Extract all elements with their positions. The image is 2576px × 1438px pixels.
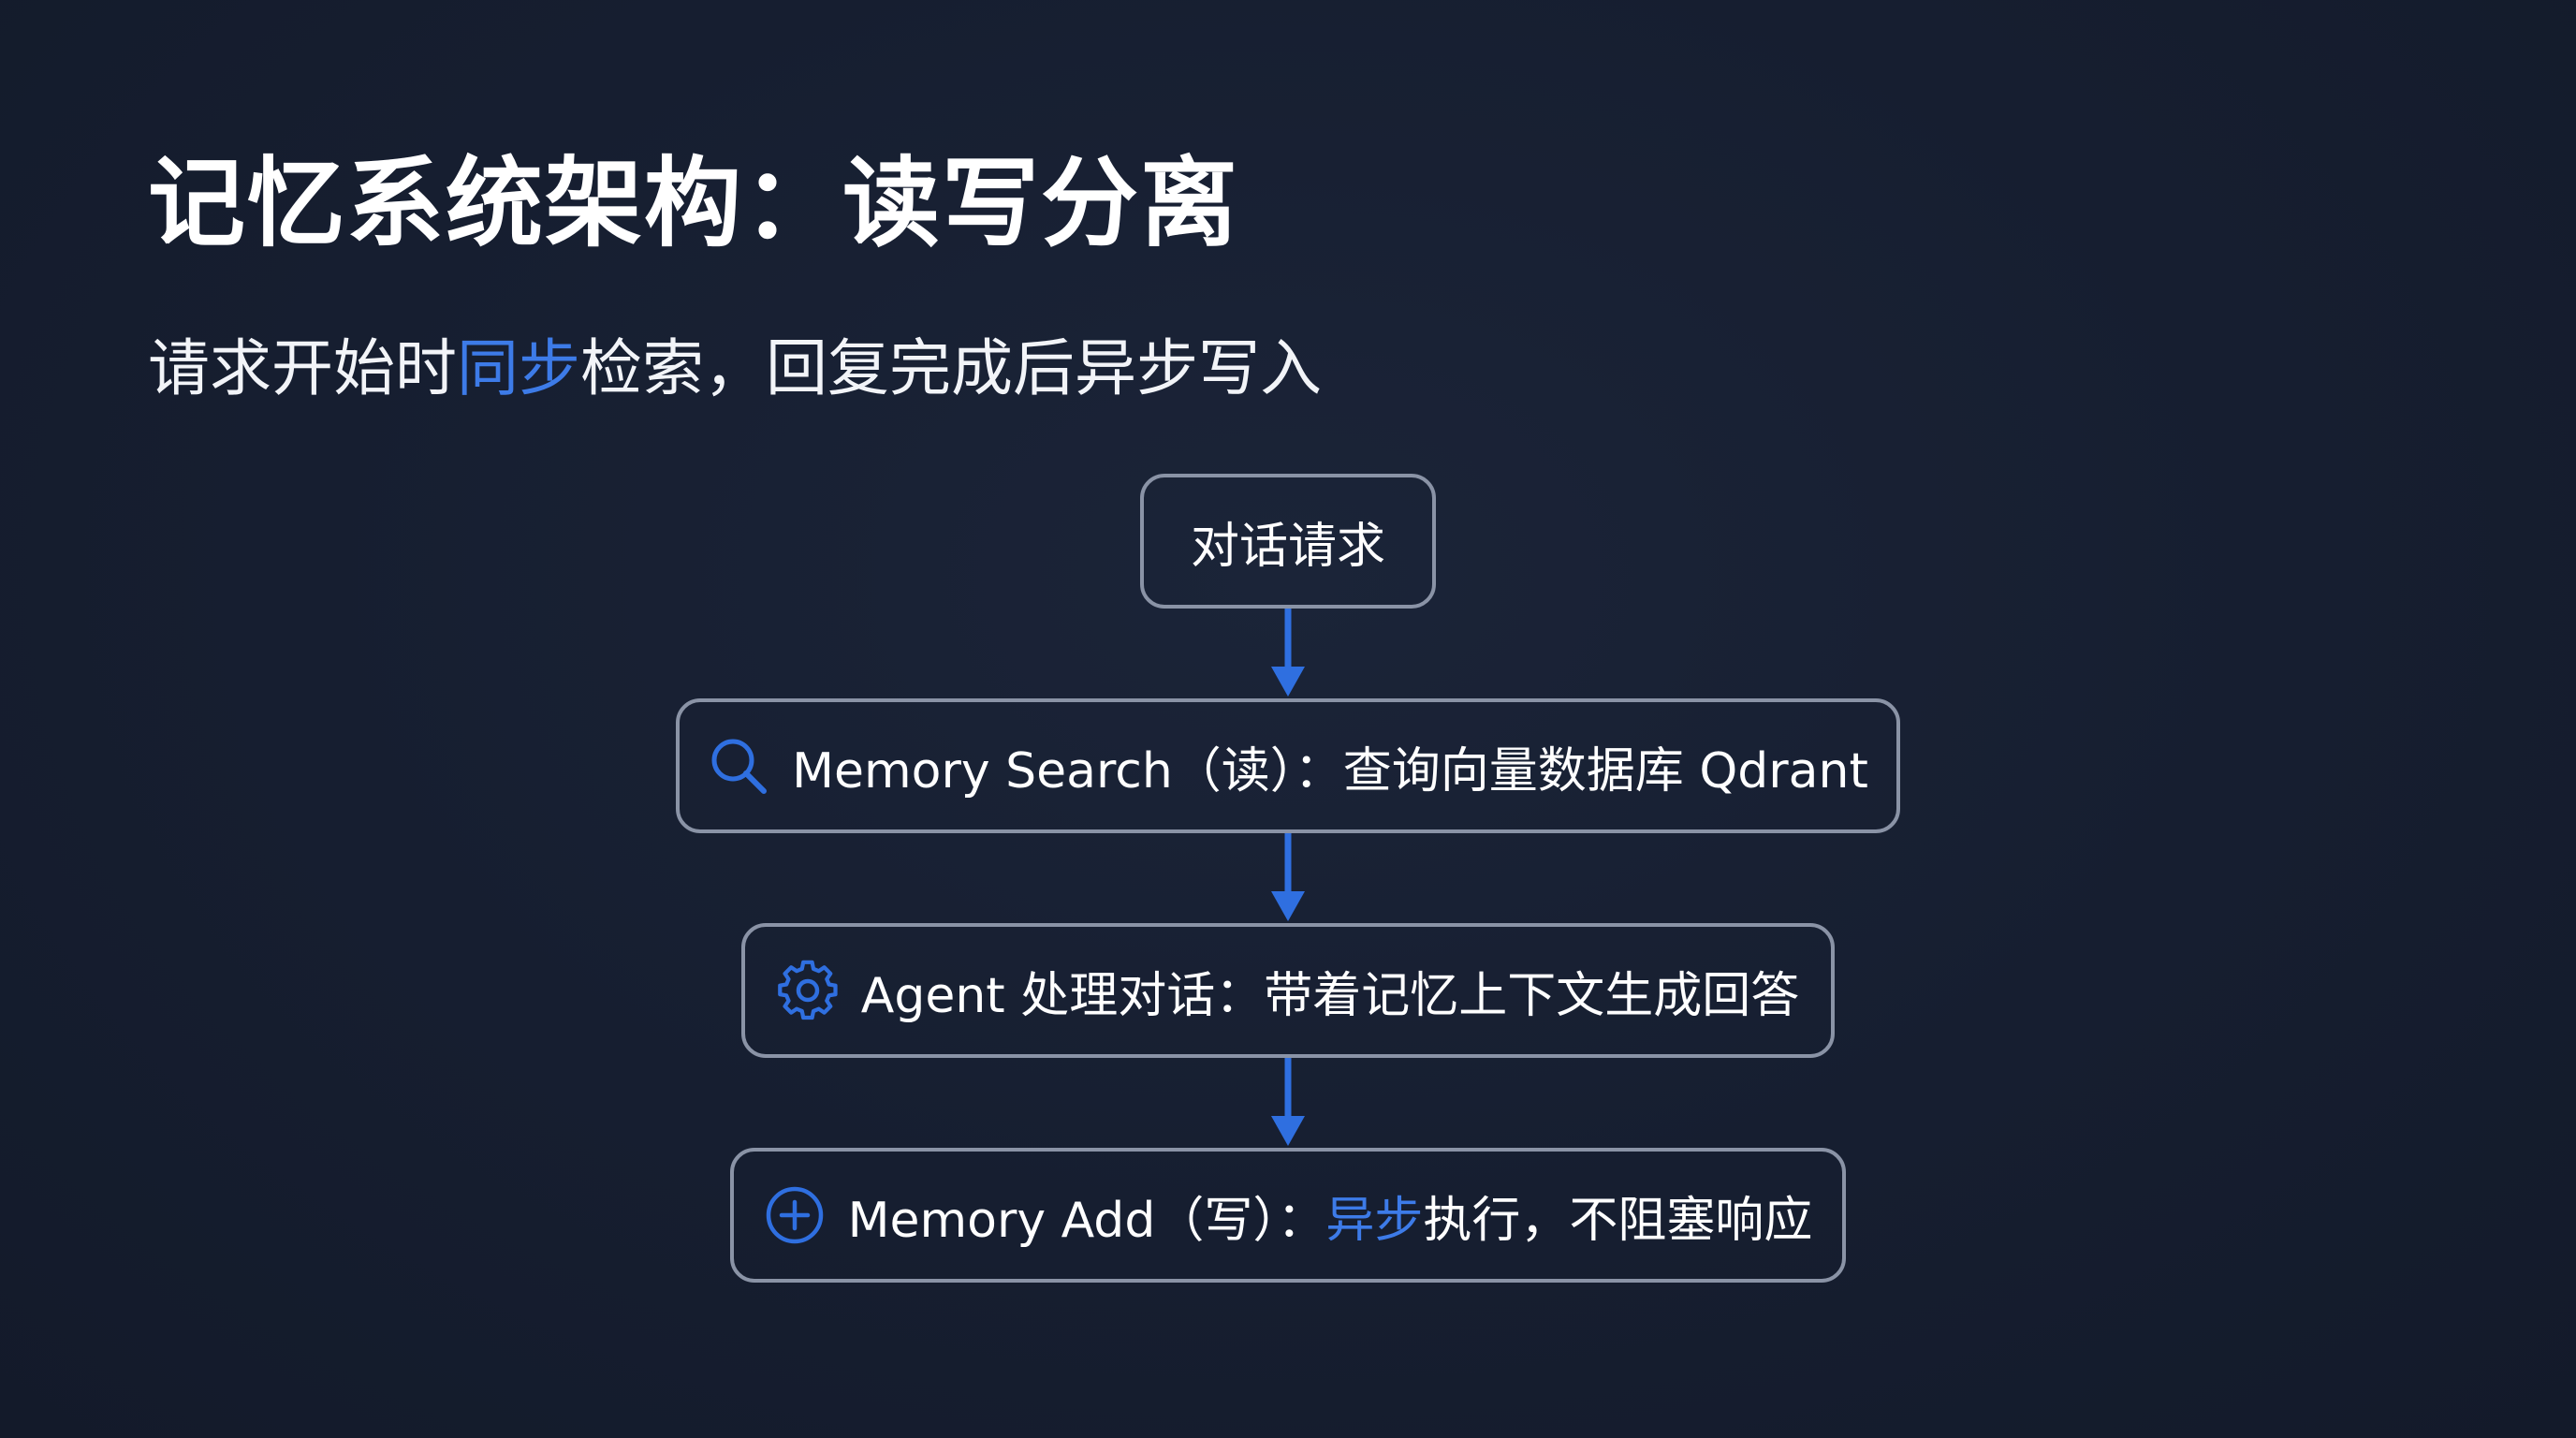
- flow-node-memory-add-label-prefix: Memory Add（写）：: [847, 1192, 1326, 1249]
- flow-node-request-label: 对话请求: [1190, 518, 1385, 575]
- flow-node-memory-search: Memory Search（读）：查询向量数据库 Qdrant: [676, 698, 1900, 833]
- flow-arrow-3: [1271, 1058, 1305, 1146]
- search-icon: [708, 735, 769, 797]
- subtitle-accent: 同步: [457, 332, 580, 404]
- flow-node-request: 对话请求: [1140, 474, 1436, 609]
- flow-node-memory-add: Memory Add（写）：异步执行，不阻塞响应: [730, 1148, 1846, 1283]
- flow-arrow-2: [1271, 833, 1305, 921]
- subtitle-prefix: 请求开始时: [148, 332, 457, 404]
- flow-node-agent-label: Agent 处理对话：带着记忆上下文生成回答: [860, 967, 1800, 1024]
- flow-arrow-1: [1271, 609, 1305, 697]
- subtitle-suffix: 检索，回复完成后异步写入: [580, 332, 1322, 404]
- flow-node-memory-add-label-accent: 异步: [1325, 1192, 1424, 1249]
- flow-node-agent: Agent 处理对话：带着记忆上下文生成回答: [741, 923, 1835, 1058]
- gear-icon: [777, 960, 839, 1021]
- plus-circle-icon: [764, 1184, 826, 1246]
- subtitle: 请求开始时同步检索，回复完成后异步写入: [148, 318, 1322, 408]
- flow-node-memory-search-label: Memory Search（读）：查询向量数据库 Qdrant: [792, 742, 1868, 800]
- flow-node-memory-add-label: Memory Add（写）：异步执行，不阻塞响应: [848, 1181, 1813, 1251]
- flow-node-memory-add-label-suffix: 执行，不阻塞响应: [1423, 1192, 1813, 1249]
- page-title: 记忆系统架构：读写分离: [148, 146, 1240, 260]
